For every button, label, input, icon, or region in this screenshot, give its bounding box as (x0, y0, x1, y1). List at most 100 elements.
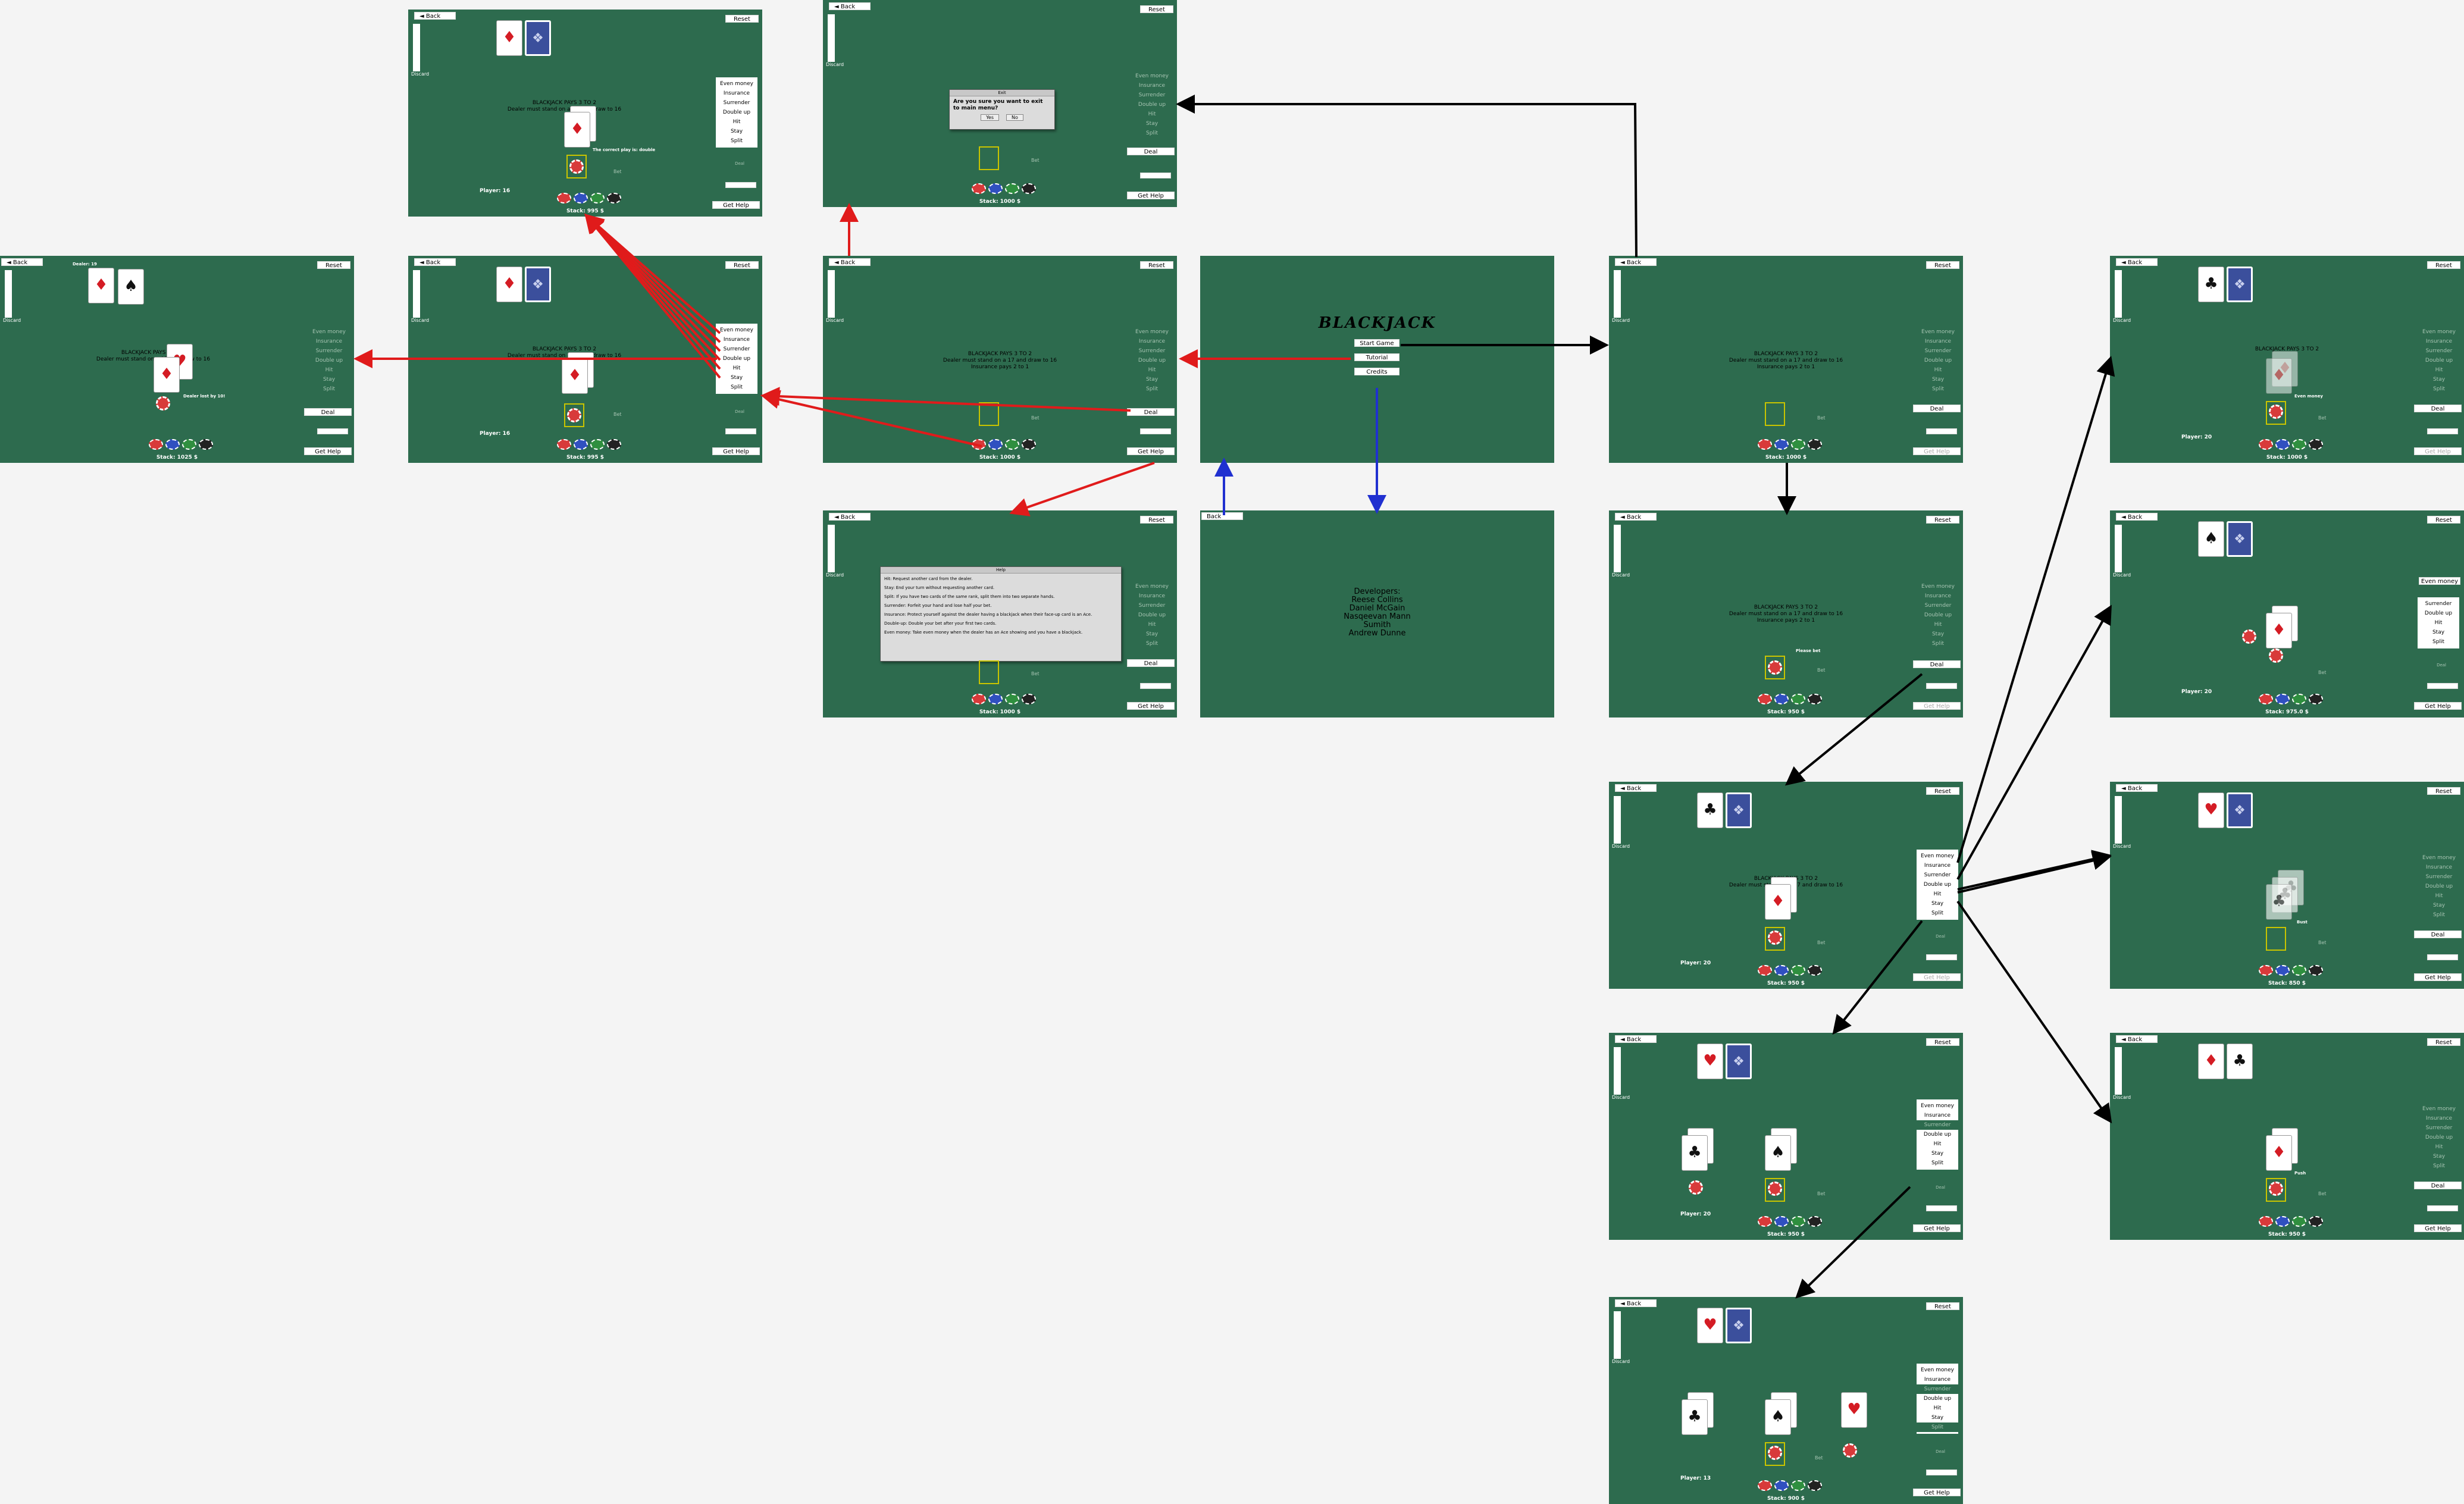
menu-stay[interactable]: Stay (1145, 631, 1159, 637)
menu-split[interactable]: Split (2433, 912, 2445, 918)
menu-hit[interactable]: Hit (1933, 1405, 1942, 1411)
bet-box[interactable] (2266, 927, 2286, 951)
deal-button[interactable]: Deal (1127, 148, 1175, 155)
menu-even-money[interactable]: Even money (2422, 329, 2456, 335)
menu-stay[interactable]: Stay (323, 377, 336, 383)
reset-button[interactable]: Reset (2427, 261, 2460, 269)
dialog-yes-button[interactable]: Yes (981, 114, 1000, 121)
deal-button[interactable]: Deal (2414, 1182, 2462, 1189)
menu-split[interactable]: Split (1932, 386, 1944, 392)
menu-surrender[interactable]: Surrender (2425, 874, 2453, 880)
menu-hit[interactable]: Hit (1148, 622, 1156, 628)
menu-double-up[interactable]: Double up (722, 109, 751, 115)
menu-surrender[interactable]: Surrender (2425, 348, 2453, 354)
menu-hit[interactable]: Hit (2435, 367, 2443, 373)
menu-insurance[interactable]: Insurance (723, 90, 750, 96)
menu-surrender[interactable]: Surrender (1924, 603, 1952, 609)
menu-even-money[interactable]: Even money (1135, 584, 1169, 590)
menu-split[interactable]: Split (1931, 1160, 1943, 1166)
menu-even-money[interactable]: Even money (720, 327, 753, 333)
menu-insurance[interactable]: Insurance (315, 339, 343, 344)
reset-button[interactable]: Reset (317, 261, 350, 269)
menu-hit[interactable]: Hit (2435, 893, 2443, 899)
small-option-button[interactable] (2427, 683, 2458, 689)
chip-rack[interactable] (972, 183, 1036, 194)
menu-split[interactable]: Split (1917, 1422, 1958, 1432)
credits-button[interactable]: Credits (1354, 368, 1399, 375)
menu-surrender[interactable]: Surrender (1138, 92, 1166, 98)
menu-split[interactable]: Split (1146, 386, 1158, 392)
menu-double-up[interactable]: Double up (1923, 1132, 1952, 1138)
chip-rack[interactable] (2259, 439, 2323, 450)
back-button[interactable]: ◄ Back (829, 258, 871, 266)
dialog-no-button[interactable]: No (1006, 114, 1023, 121)
menu-surrender[interactable]: Surrender (2425, 601, 2452, 607)
reset-button[interactable]: Reset (1926, 516, 1959, 524)
bet-box[interactable] (979, 660, 999, 684)
menu-stay[interactable]: Stay (2432, 903, 2446, 908)
get-help-button[interactable]: Get Help (304, 447, 352, 455)
reset-button[interactable]: Reset (1926, 787, 1959, 795)
deal-button[interactable]: Deal (2414, 930, 2462, 938)
menu-stay[interactable]: Stay (730, 375, 743, 381)
chip-rack[interactable] (149, 439, 213, 450)
menu-split[interactable]: Split (2432, 639, 2444, 645)
back-button[interactable]: ◄ Back (829, 513, 871, 521)
menu-stay[interactable]: Stay (1145, 377, 1159, 383)
get-help-button[interactable]: Get Help (1913, 1489, 1961, 1496)
get-help-button[interactable]: Get Help (1127, 702, 1175, 710)
menu-surrender[interactable]: Surrender (1924, 872, 1951, 878)
menu-even-money[interactable]: Even money (720, 81, 753, 87)
menu-double-up[interactable]: Double up (2425, 1135, 2453, 1140)
chip-rack[interactable] (1758, 694, 1822, 704)
menu-split[interactable]: Split (2433, 1163, 2445, 1169)
reset-button[interactable]: Reset (2427, 1038, 2460, 1046)
small-option-button[interactable] (317, 428, 348, 434)
chip-rack[interactable] (557, 439, 621, 450)
menu-double-up[interactable]: Double up (1924, 358, 1952, 364)
menu-insurance[interactable]: Insurance (2425, 1116, 2453, 1121)
menu-stay[interactable]: Stay (1931, 1151, 1944, 1157)
bet-box[interactable] (979, 146, 999, 170)
menu-even-money[interactable]: Even money (2422, 855, 2456, 861)
menu-hit[interactable]: Hit (732, 119, 741, 125)
menu-hit[interactable]: Hit (1934, 367, 1942, 373)
menu-double-up[interactable]: Double up (1923, 1396, 1952, 1402)
reset-button[interactable]: Reset (725, 261, 759, 269)
menu-split[interactable]: Split (2433, 386, 2445, 392)
menu-split[interactable]: Split (1932, 641, 1944, 647)
chip-rack[interactable] (2259, 694, 2323, 704)
menu-even-money[interactable]: Even money (312, 329, 346, 335)
bet-box[interactable] (979, 402, 999, 426)
chip-rack[interactable] (557, 193, 621, 203)
chip-rack[interactable] (1758, 1480, 1822, 1491)
menu-surrender[interactable]: Surrender (2425, 1125, 2453, 1131)
back-button[interactable]: ◄ Back (1615, 513, 1657, 521)
small-option-button[interactable] (1926, 1469, 1957, 1475)
menu-stay[interactable]: Stay (1931, 631, 1945, 637)
deal-button[interactable]: Deal (1913, 660, 1961, 668)
tutorial-button[interactable]: Tutorial (1354, 353, 1399, 361)
menu-insurance[interactable]: Insurance (1924, 593, 1952, 599)
deal-button[interactable]: Deal (2414, 405, 2462, 412)
small-option-button[interactable] (2427, 954, 2458, 960)
small-option-button[interactable] (725, 182, 756, 188)
menu-split[interactable]: Split (1146, 641, 1158, 647)
menu-even-money[interactable]: Even money (1921, 853, 1954, 859)
menu-even-money[interactable]: Even money (1921, 1103, 1954, 1109)
back-button[interactable]: ◄ Back (1615, 784, 1657, 792)
menu-hit[interactable]: Hit (1933, 1141, 1942, 1147)
reset-button[interactable]: Reset (1140, 261, 1173, 269)
menu-insurance[interactable]: Insurance (1924, 1377, 1951, 1383)
bet-box[interactable] (2266, 401, 2286, 425)
menu-split[interactable]: Split (731, 384, 743, 390)
menu-insurance[interactable]: Insurance (1924, 863, 1951, 869)
menu-even-money[interactable]: Even money (1921, 584, 1955, 590)
small-option-button[interactable] (725, 428, 756, 434)
small-option-button[interactable] (1926, 1205, 1957, 1211)
menu-double-up[interactable]: Double up (1138, 358, 1166, 364)
reset-button[interactable]: Reset (2427, 787, 2460, 795)
menu-surrender[interactable]: Surrender (1138, 348, 1166, 354)
menu-insurance[interactable]: Insurance (2425, 864, 2453, 870)
small-option-button[interactable] (1926, 954, 1957, 960)
